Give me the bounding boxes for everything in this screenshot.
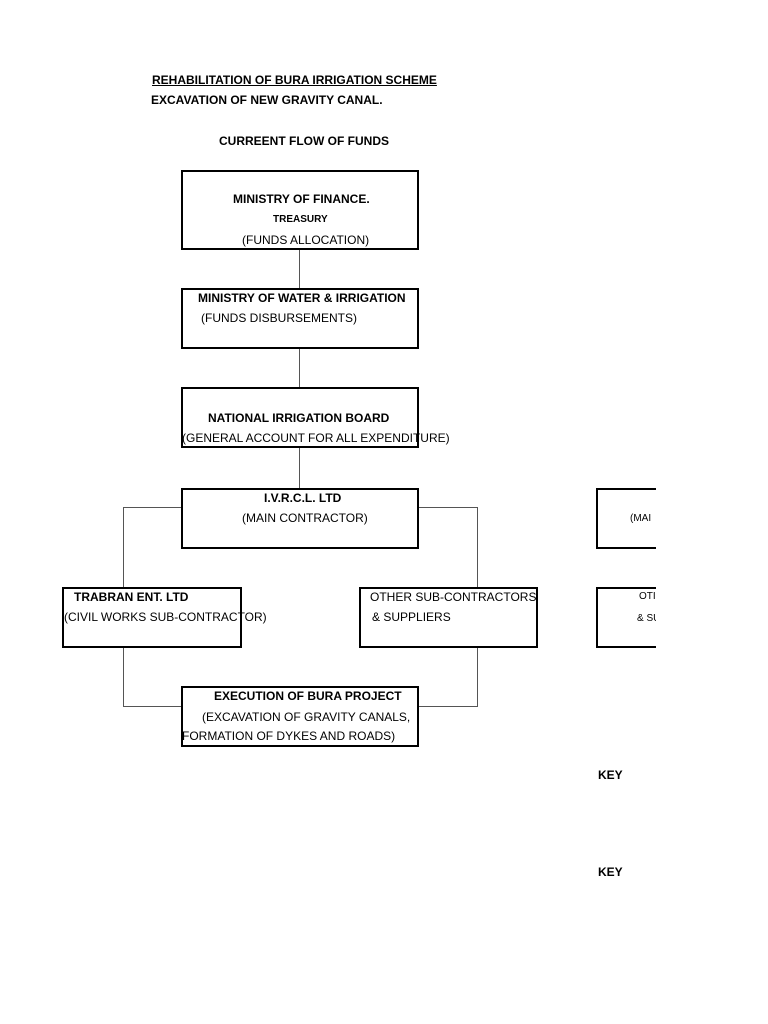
diagram-title: CURREENT FLOW OF FUNDS [219,134,389,148]
node-ministry-of-water [181,288,419,349]
finance-label: MINISTRY OF FINANCE. [233,192,370,206]
execution-label: EXECUTION OF BURA PROJECT [214,689,402,703]
partial-node-main-contractor-label: (MAI [630,513,652,524]
right-clipped-region: (MAI OTI & SU [596,488,656,648]
node-ministry-of-finance [181,170,419,250]
execution-note-2: FORMATION OF DYKES AND ROADS) [182,729,396,743]
connector-trabran-down [123,646,124,707]
node-national-irrigation-board [181,387,419,448]
connector-finance-water [299,248,300,288]
finance-sub-label: TREASURY [273,214,328,225]
execution-note-1: (EXCAVATION OF GRAVITY CANALS, [202,710,411,724]
connector-others-down [477,646,478,707]
document-title: REHABILITATION OF BURA IRRIGATION SCHEME [152,73,437,87]
trabran-note: (CIVIL WORKS SUB-CONTRACTOR) [64,610,267,624]
connector-ivrcl-right-horizontal [418,507,478,508]
others-note: & SUPPLIERS [372,610,451,624]
ivrcl-note: (MAIN CONTRACTOR) [242,511,368,525]
connector-others-execution [418,706,478,707]
connector-water-nib [299,347,300,387]
key-label-1: KEY [598,768,623,782]
key-label-2: KEY [598,865,623,879]
document-subtitle: EXCAVATION OF NEW GRAVITY CANAL. [151,93,383,107]
connector-ivrcl-others-vertical [477,507,478,588]
partial-node-suppliers-label: & SU [637,613,656,624]
node-execution [181,686,419,747]
node-trabran [62,587,242,648]
connector-nib-ivrcl [299,447,300,488]
connector-ivrcl-left-horizontal [123,507,182,508]
nib-label: NATIONAL IRRIGATION BOARD [208,411,390,425]
nib-note: (GENERAL ACCOUNT FOR ALL EXPENDITURE) [182,431,450,445]
connector-ivrcl-trabran-vertical [123,507,124,588]
node-other-subcontractors [359,587,538,648]
trabran-label: TRABRAN ENT. LTD [74,590,189,604]
ivrcl-label: I.V.R.C.L. LTD [264,491,342,505]
partial-node-other-suppliers [596,587,656,648]
node-ivrcl [181,488,419,549]
water-label: MINISTRY OF WATER & IRRIGATION [198,291,406,305]
water-note: (FUNDS DISBURSEMENTS) [201,311,358,325]
connector-trabran-execution [123,706,182,707]
finance-note: (FUNDS ALLOCATION) [242,233,370,247]
partial-node-main-contractor [596,488,656,549]
others-label: OTHER SUB-CONTRACTORS [370,590,537,604]
partial-node-other-label: OTI [639,591,656,602]
